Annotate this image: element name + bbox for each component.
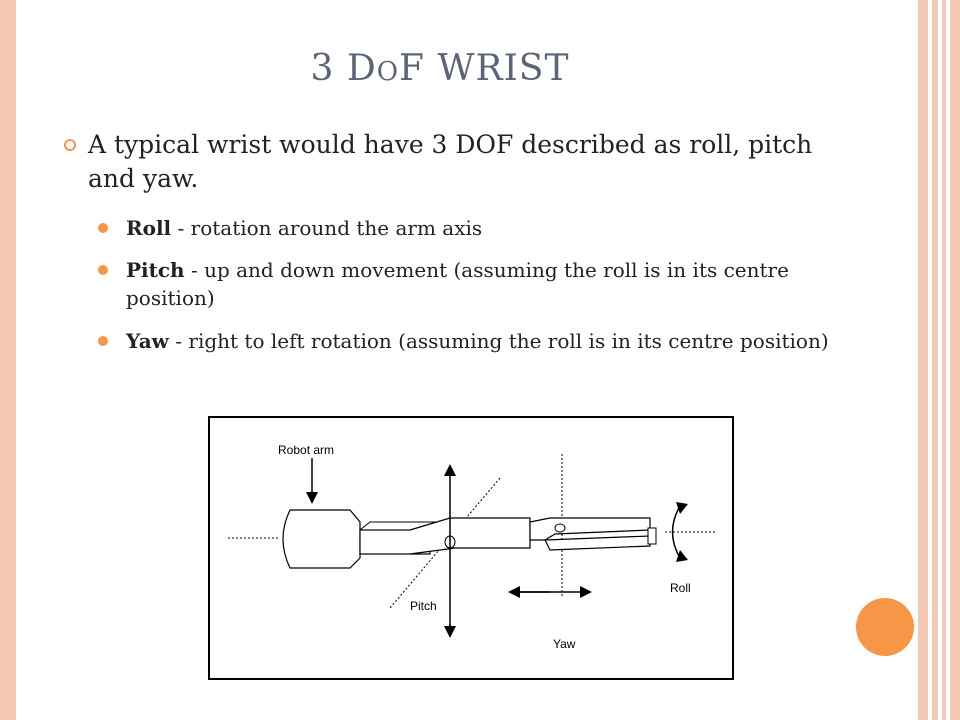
label-roll: Roll — [670, 581, 691, 595]
label-robot-arm: Robot arm — [278, 443, 334, 457]
pitch-description: - up and down movement (assuming the rol… — [126, 258, 789, 310]
roll-arrow — [671, 505, 681, 559]
wrist-joint — [409, 517, 531, 555]
slide-title: 3 DOF WRIST — [120, 48, 760, 89]
end-face — [647, 527, 657, 545]
wrist-diagram-svg: Robot arm Pitch Yaw Roll — [228, 443, 715, 651]
robot-arm-base — [282, 509, 361, 569]
ring-bullet-icon — [64, 139, 76, 151]
yaw-pivot — [554, 523, 566, 533]
right-stripe-2 — [932, 0, 938, 720]
roll-description: - rotation around the arm axis — [171, 216, 483, 240]
wrist-diagram: Robot arm Pitch Yaw Roll — [208, 416, 734, 680]
decorative-circle — [856, 598, 914, 656]
dot-bullet-icon — [98, 223, 108, 233]
title-small-caps: O — [376, 57, 400, 87]
yaw-term: Yaw — [126, 329, 169, 353]
main-bullet-text: A typical wrist would have 3 DOF describ… — [88, 130, 813, 193]
yaw-description: - right to left rotation (assuming the r… — [168, 329, 829, 353]
title-prefix: 3 D — [310, 48, 377, 89]
title-suffix: F WRIST — [399, 48, 570, 89]
left-border-decoration — [0, 0, 16, 720]
label-yaw: Yaw — [553, 637, 576, 651]
dot-bullet-icon — [98, 336, 108, 346]
end-effector-lower — [544, 535, 651, 551]
dot-bullet-icon — [98, 265, 108, 275]
roll-term: Roll — [126, 216, 172, 240]
right-stripe-4 — [950, 0, 960, 720]
label-pitch: Pitch — [410, 599, 437, 613]
pitch-term: Pitch — [126, 258, 185, 282]
right-stripe-3 — [942, 0, 946, 720]
right-stripe-1 — [918, 0, 928, 720]
